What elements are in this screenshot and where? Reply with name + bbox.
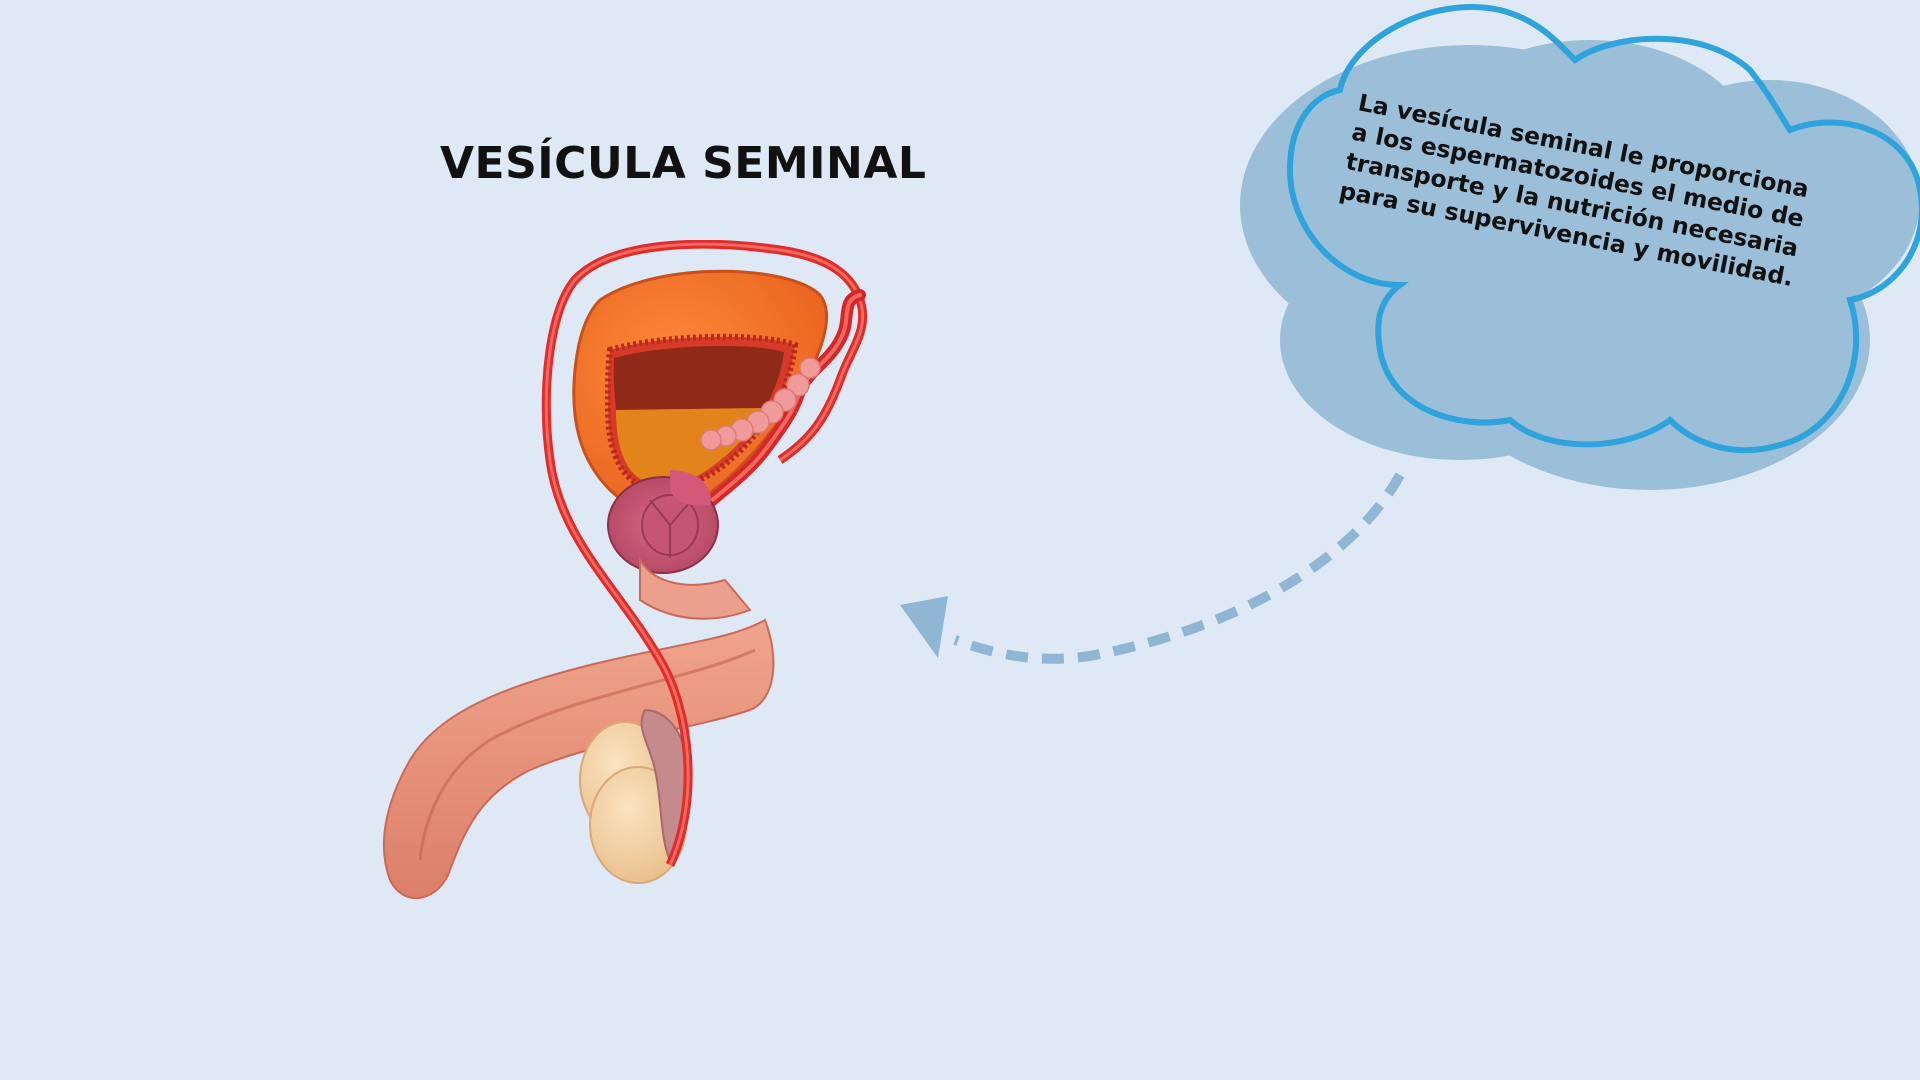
male-reproductive-anatomy-icon	[382, 240, 868, 899]
penis-shape	[382, 618, 775, 899]
prostate-shape	[607, 470, 719, 574]
slide-title: VESÍCULA SEMINAL	[440, 138, 927, 189]
dashed-arrow-icon	[900, 472, 1405, 664]
testis-shape	[579, 708, 690, 884]
gland-chain-shape	[700, 357, 821, 451]
thought-cloud-shape	[1240, 4, 1920, 490]
bladder-shape	[572, 269, 828, 513]
